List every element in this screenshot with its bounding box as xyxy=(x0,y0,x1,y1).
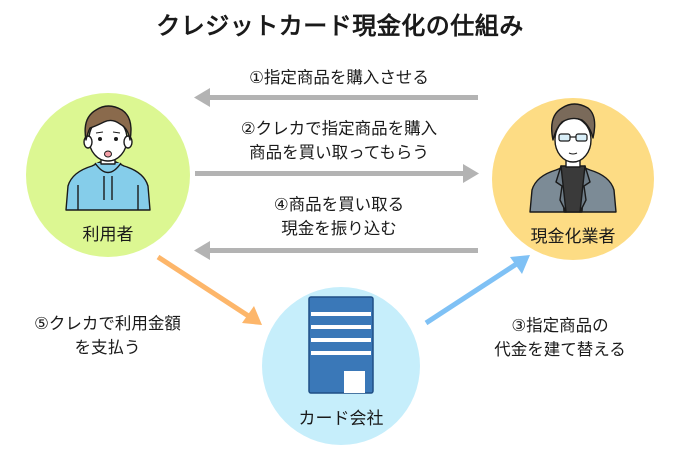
cashing-business-label: 現金化業者 xyxy=(530,227,616,247)
step3-line1: ③指定商品の xyxy=(511,316,609,335)
arrow-step2 xyxy=(195,164,479,183)
step4-line2: 現金を振り込む xyxy=(281,219,397,238)
diagram-title: クレジットカード現金化の仕組み xyxy=(156,12,524,40)
step5-label: ⑤クレカで利用金額 を支払う xyxy=(0,312,215,360)
arrow-step3 xyxy=(424,255,530,326)
step2-line1: ②クレカで指定商品を購入 xyxy=(240,119,438,138)
step2-label: ②クレカで指定商品を購入 商品を買い取ってもらう xyxy=(200,117,478,165)
arrow-step4 xyxy=(194,241,478,260)
user-person-icon xyxy=(65,105,151,211)
step4-line1: ④商品を買い取る xyxy=(273,195,405,214)
arrow-step5 xyxy=(156,254,262,325)
arrow-step1 xyxy=(194,88,478,107)
user-label: 利用者 xyxy=(82,225,134,245)
step1-label: ①指定商品を購入させる xyxy=(200,66,478,90)
step3-label: ③指定商品の 代金を建て替える xyxy=(455,314,665,362)
cashing-business-person-icon xyxy=(529,103,617,213)
step4-label: ④商品を買い取る 現金を振り込む xyxy=(200,193,478,241)
step1-line1: ①指定商品を購入させる xyxy=(249,68,429,87)
step5-line1: ⑤クレカで利用金額 xyxy=(34,314,181,333)
step5-line2: を支払う xyxy=(74,338,141,357)
card-company-label: カード会社 xyxy=(298,409,384,429)
step2-line2: 商品を買い取ってもらう xyxy=(249,143,429,162)
step3-line2: 代金を建て替える xyxy=(494,340,626,359)
building-icon xyxy=(308,296,374,394)
